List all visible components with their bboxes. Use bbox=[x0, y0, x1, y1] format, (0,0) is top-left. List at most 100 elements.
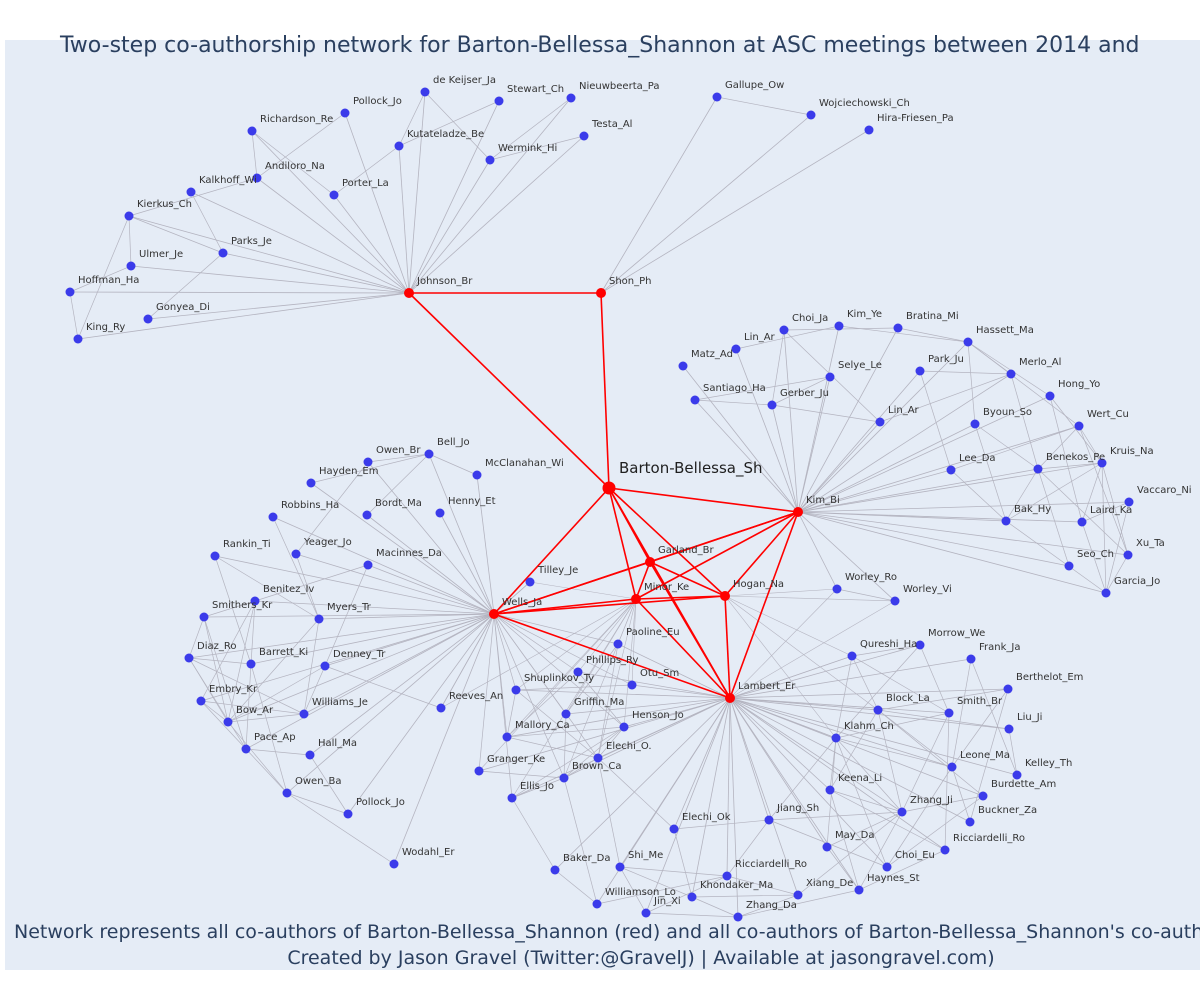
edge-secondary bbox=[886, 795, 984, 868]
caption-line-2: Created by Jason Gravel (Twitter:@Gravel… bbox=[287, 947, 994, 969]
node-label: Xiang_De bbox=[806, 878, 853, 889]
edge-secondary bbox=[877, 709, 1010, 730]
secondary-node bbox=[712, 92, 722, 102]
edge-primary bbox=[649, 561, 726, 597]
node-label: Shon_Ph bbox=[609, 276, 652, 287]
edge-secondary bbox=[251, 130, 410, 294]
edge-secondary bbox=[600, 129, 870, 294]
node-label: Denney_Tr bbox=[333, 649, 386, 660]
node-label: Hira-Friesen_Pa bbox=[877, 113, 954, 124]
edge-secondary bbox=[408, 91, 426, 294]
edge-secondary bbox=[729, 697, 879, 711]
edge-secondary bbox=[227, 600, 256, 723]
edge-secondary bbox=[694, 399, 799, 513]
edge-primary bbox=[408, 292, 610, 489]
node-label: Khondaker_Ma bbox=[700, 880, 773, 891]
edge-secondary bbox=[851, 644, 921, 657]
edge-secondary bbox=[493, 613, 579, 673]
secondary-node bbox=[472, 470, 482, 480]
primary-node bbox=[720, 591, 730, 601]
edge-secondary bbox=[879, 373, 1012, 423]
edge-primary bbox=[635, 595, 726, 600]
secondary-node bbox=[343, 809, 353, 819]
primary-node bbox=[631, 594, 641, 604]
edge-secondary bbox=[797, 511, 896, 602]
edge-secondary bbox=[826, 811, 903, 848]
secondary-node bbox=[947, 762, 957, 772]
secondary-node bbox=[525, 577, 535, 587]
edge-secondary bbox=[188, 657, 252, 665]
edge-secondary bbox=[835, 644, 921, 739]
edge-secondary bbox=[577, 598, 637, 673]
node-label: Bak_Hy bbox=[1014, 504, 1051, 515]
secondary-node bbox=[241, 744, 251, 754]
edge-secondary bbox=[797, 511, 1070, 567]
center-node-label: Barton-Bellessa_Sh bbox=[619, 459, 763, 478]
edge-secondary bbox=[768, 737, 837, 821]
node-label: Kutateladze_Be bbox=[407, 129, 484, 140]
edge-secondary bbox=[619, 866, 693, 898]
edge-secondary bbox=[214, 555, 495, 615]
secondary-node bbox=[1012, 770, 1022, 780]
node-label: Griffin_Ma bbox=[574, 697, 624, 708]
secondary-node bbox=[627, 680, 637, 690]
edge-secondary bbox=[493, 581, 531, 615]
node-label: Shuplinkov_Ty bbox=[524, 673, 594, 684]
node-label: Seo_Ch bbox=[1077, 549, 1114, 560]
secondary-node bbox=[124, 211, 134, 221]
edge-secondary bbox=[836, 588, 896, 602]
primary-node bbox=[645, 557, 655, 567]
edge-secondary bbox=[506, 598, 637, 738]
secondary-node bbox=[832, 584, 842, 594]
node-label: Zhang_Da bbox=[746, 900, 797, 911]
edge-secondary bbox=[735, 325, 840, 350]
edge-secondary bbox=[324, 665, 442, 709]
edge-secondary bbox=[619, 866, 728, 877]
edge-secondary bbox=[835, 737, 903, 813]
secondary-node bbox=[897, 807, 907, 817]
edge-secondary bbox=[597, 643, 619, 759]
node-label: Tilley_Je bbox=[537, 565, 578, 576]
node-label: Morrow_We bbox=[928, 628, 985, 639]
chart-title: Two-step co-authorship network for Barto… bbox=[59, 33, 1139, 58]
edge-secondary bbox=[797, 511, 838, 590]
edge-secondary bbox=[729, 697, 860, 891]
edge-secondary bbox=[506, 697, 731, 738]
edge-secondary bbox=[729, 697, 828, 848]
secondary-node bbox=[363, 560, 373, 570]
secondary-node bbox=[767, 400, 777, 410]
edge-secondary bbox=[428, 453, 495, 615]
edge-secondary bbox=[600, 96, 718, 294]
secondary-node bbox=[882, 862, 892, 872]
node-label: Matz_Ad bbox=[691, 349, 733, 360]
node-label: Granger_Ke bbox=[487, 754, 545, 765]
edge-secondary bbox=[1101, 462, 1129, 556]
node-label: Owen_Ba bbox=[295, 776, 342, 787]
edge-secondary bbox=[227, 613, 495, 723]
edge-secondary bbox=[691, 896, 739, 918]
edge-secondary bbox=[1078, 425, 1103, 464]
edge-secondary bbox=[829, 789, 860, 891]
secondary-node bbox=[854, 885, 864, 895]
edge-secondary bbox=[478, 598, 637, 772]
edge-secondary bbox=[565, 697, 731, 715]
node-label: Kruis_Na bbox=[1110, 446, 1154, 457]
secondary-node bbox=[579, 131, 589, 141]
edge-secondary bbox=[724, 595, 853, 657]
edge-secondary bbox=[310, 482, 495, 615]
secondary-node bbox=[940, 845, 950, 855]
edge-secondary bbox=[797, 373, 1012, 513]
node-label: Hong_Yo bbox=[1058, 379, 1100, 390]
edge-secondary bbox=[347, 613, 495, 815]
edge-secondary bbox=[1081, 462, 1103, 523]
edge-secondary bbox=[286, 613, 495, 794]
edge-secondary bbox=[493, 613, 513, 799]
node-label: Garland_Br bbox=[658, 545, 714, 556]
edge-secondary bbox=[310, 453, 430, 484]
edge-secondary bbox=[682, 365, 799, 513]
edge-secondary bbox=[797, 468, 1039, 513]
node-label: Richardson_Re bbox=[260, 114, 333, 125]
edge-secondary bbox=[797, 423, 976, 513]
node-label: Baker_Da bbox=[563, 853, 611, 864]
